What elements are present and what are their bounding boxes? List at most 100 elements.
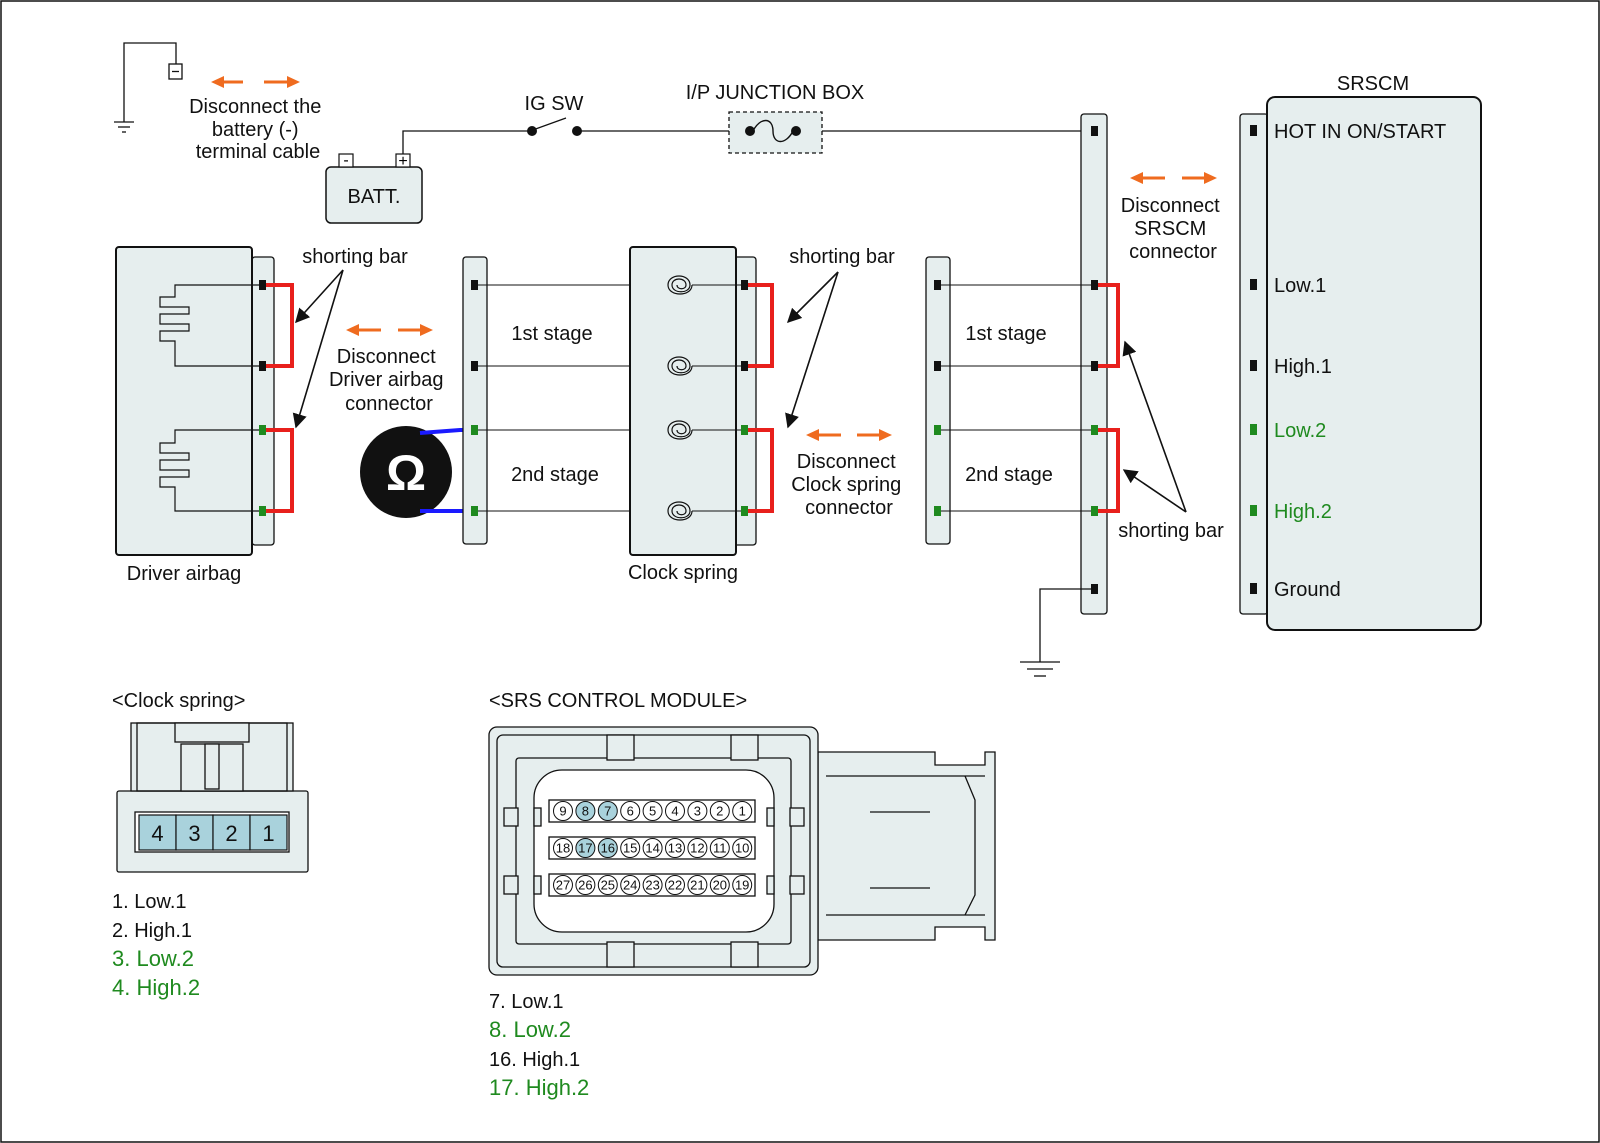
clock-spring-harness-wires: [477, 284, 632, 512]
srs-module-pin: [687, 838, 708, 858]
driver-airbag-shorting-bars: [266, 283, 294, 513]
srs-module-pin: [732, 875, 753, 895]
battery-label: BATT.: [348, 186, 401, 208]
srs-module-pin: [553, 875, 573, 895]
shorting-bar-pointer: [292, 269, 344, 429]
srs-module-pin: [732, 838, 753, 858]
srs-module-pin-number: 19: [735, 878, 749, 893]
srs-module-pin: [553, 838, 573, 858]
disconnect-clock-spring-text: Disconnect Clock spring connector: [791, 451, 907, 519]
srs-module-pin-number: 23: [645, 878, 659, 893]
srs-module-pin-number: 17: [578, 841, 592, 856]
srs-module-pin: [597, 801, 618, 821]
srscm-module: SRSCM HOT IN ON/STARTLow.1High.1Low.2Hig…: [1239, 73, 1482, 631]
clock-spring-harness-connector: [462, 256, 488, 545]
srs-module-pin-number: 9: [559, 804, 566, 819]
srs-module-pin-number: 12: [690, 841, 704, 856]
ig-switch-label: IG SW: [525, 93, 584, 115]
clock-spring-connector: [733, 256, 757, 546]
fuse-contact-left: [745, 126, 755, 136]
srs-module-pin-number: 10: [735, 841, 749, 856]
srscm-terminal-label: High.2: [1274, 501, 1332, 523]
srs-module-legend-item: 8. Low.2: [489, 1017, 571, 1042]
srscm-terminal-label: Low.2: [1274, 420, 1326, 442]
srs-module-pin-number: 2: [716, 804, 723, 819]
srs-module-pin-number: 20: [713, 878, 727, 893]
clock-spring-legend-item: 2. High.1: [112, 920, 192, 942]
fuse-contact-right: [791, 126, 801, 136]
clock-spring-pin-number: 4: [151, 821, 163, 846]
ip-junction-box-label: I/P JUNCTION BOX: [686, 82, 865, 104]
srs-module-pin: [687, 875, 708, 895]
srs-module-pin-number: 21: [690, 878, 704, 893]
srs-module-pin: [620, 838, 641, 858]
srscm-terminal-pin: [1250, 583, 1257, 594]
driver-airbag-connector: [251, 256, 275, 546]
srs-module-pin: [597, 838, 618, 858]
srs-module-pin: [709, 875, 730, 895]
ig-switch-contact-right: [572, 126, 582, 136]
srs-module-pin-number: 13: [668, 841, 682, 856]
clock-spring-pin-legend: 1. Low.12. High.13. Low.24. High.2: [112, 891, 200, 1000]
srs-module-pin: [709, 838, 730, 858]
srscm-terminal-list: HOT IN ON/STARTLow.1High.1Low.2High.2Gro…: [1250, 121, 1446, 601]
srs-module-pin-number: 1: [739, 804, 746, 819]
srs-module-pin: [642, 875, 663, 895]
srs-module-legend-item: 17. High.2: [489, 1075, 589, 1100]
clock-spring-harness-pins: [471, 280, 478, 516]
disconnect-clock-spring-arrow: [806, 429, 892, 441]
shorting-bar-pointer: [786, 271, 839, 324]
battery-box: [325, 166, 423, 224]
srscm-terminal-pin: [1250, 279, 1257, 290]
airbag-squib-lower: [159, 429, 262, 512]
srs-module-pin: [709, 801, 730, 821]
shorting-bar-pointer: [1122, 469, 1187, 513]
srs-module-pin-number: 3: [694, 804, 701, 819]
srs-module-pin-number: 8: [582, 804, 589, 819]
ohmmeter-icon: [360, 426, 452, 518]
srs-module-connector-title: <SRS CONTROL MODULE>: [489, 690, 747, 712]
disconnect-battery-text: Disconnect the battery (-) terminal cabl…: [189, 96, 327, 163]
clock-spring-pin-cell: [212, 814, 251, 851]
ig-switch-contact-left: [527, 126, 537, 136]
clock-spring-shorting-bars: [748, 283, 774, 513]
srs-module-pin-number: 27: [556, 878, 570, 893]
ip-junction-box: I/P JUNCTION BOX: [686, 82, 865, 154]
srs-module-legend-item: 16. High.1: [489, 1049, 580, 1071]
clock-spring: Clock spring: [628, 246, 757, 584]
srs-module-pin-number: 22: [668, 878, 682, 893]
srs-module-pin-number: 7: [604, 804, 611, 819]
shorting-bar-label-airbag: shorting bar: [302, 246, 408, 268]
clock-spring-pin-number: 1: [262, 821, 274, 846]
srs-module-pin-number: 11: [713, 841, 727, 856]
disconnect-driver-airbag-text: Disconnect Driver airbag connector: [329, 346, 449, 415]
junction-box-outline: [728, 111, 823, 154]
srscm-harness-connector-left: [925, 256, 951, 545]
srs-module-pin-number: 18: [556, 841, 570, 856]
srscm-ground: [1020, 588, 1094, 677]
driver-airbag-module: [115, 246, 253, 556]
srs-module-pin: [732, 801, 753, 821]
srscm-title: SRSCM: [1337, 73, 1409, 95]
srs-module-pin-number: 26: [578, 878, 592, 893]
battery-minus-terminal: [338, 153, 354, 168]
second-stage-label: 2nd stage: [511, 464, 599, 486]
srscm-terminal-label: HOT IN ON/START: [1274, 121, 1446, 143]
srs-module-pin-number: 24: [623, 878, 637, 893]
clock-spring-legend-item: 4. High.2: [112, 975, 200, 1000]
disconnect-srscm-arrow: [1130, 172, 1217, 184]
srscm-terminal-pin: [1250, 505, 1257, 516]
srs-module-pin-number: 16: [601, 841, 615, 856]
shorting-bar-pointer: [1122, 340, 1187, 513]
clock-spring-label: Clock spring: [628, 562, 738, 584]
driver-airbag-label: Driver airbag: [127, 563, 241, 585]
srs-module-pin: [575, 801, 596, 821]
srs-module-pin: [642, 838, 663, 858]
srs-module-pin-number: 5: [649, 804, 656, 819]
airbag-squib-upper: [159, 284, 262, 367]
srs-module-legend-item: 7. Low.1: [489, 991, 564, 1013]
clock-spring-coil-icon: [667, 275, 693, 521]
second-stage-label: 2nd stage: [965, 464, 1053, 486]
